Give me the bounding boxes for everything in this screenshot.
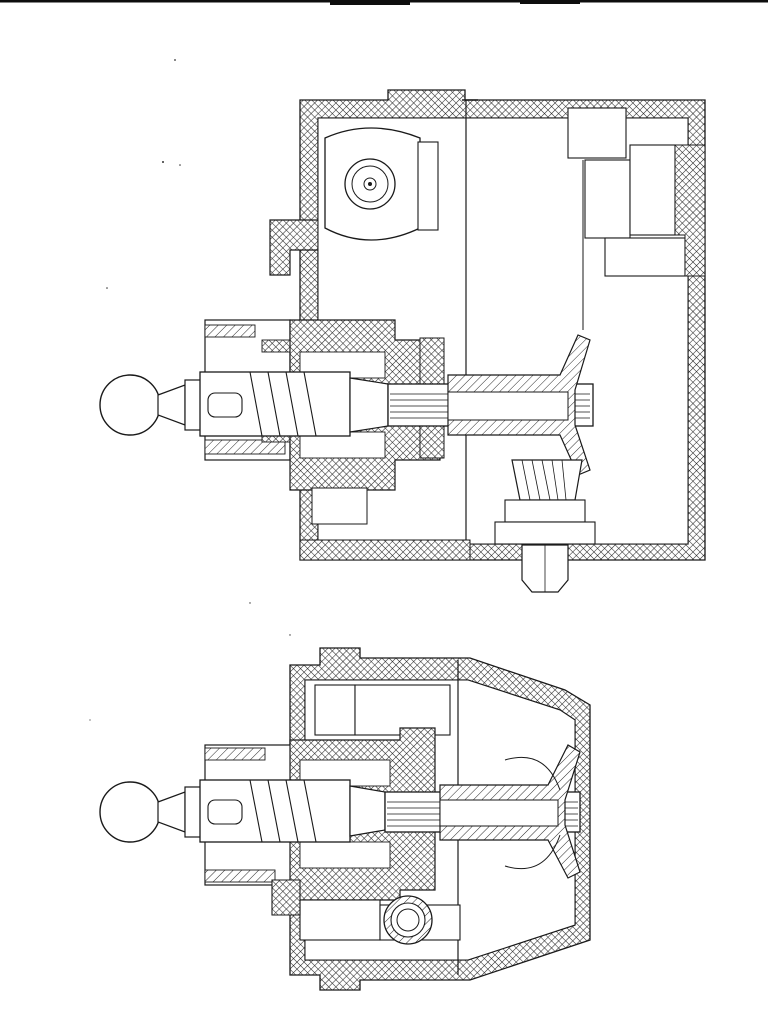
upper-bevel-gear	[447, 334, 591, 476]
scan-edge-marks	[0, 0, 768, 5]
lower-worm-screw	[199, 779, 386, 843]
upper-flange-block	[299, 99, 478, 561]
upper-worm-screw	[199, 371, 389, 437]
upper-drive-nut	[494, 459, 596, 593]
upper-end-cap	[465, 100, 706, 540]
upper-bearing-cap	[324, 127, 439, 241]
lower-knurled-wheel	[383, 895, 433, 945]
upper-assembly-section	[99, 89, 706, 593]
lower-assembly-section	[99, 647, 591, 991]
lower-cone-gear	[439, 744, 581, 879]
lower-side-block	[299, 899, 461, 941]
lower-handle-knob	[99, 781, 204, 843]
lower-mounting-lug	[271, 879, 301, 916]
upper-handle-knob	[99, 374, 204, 436]
